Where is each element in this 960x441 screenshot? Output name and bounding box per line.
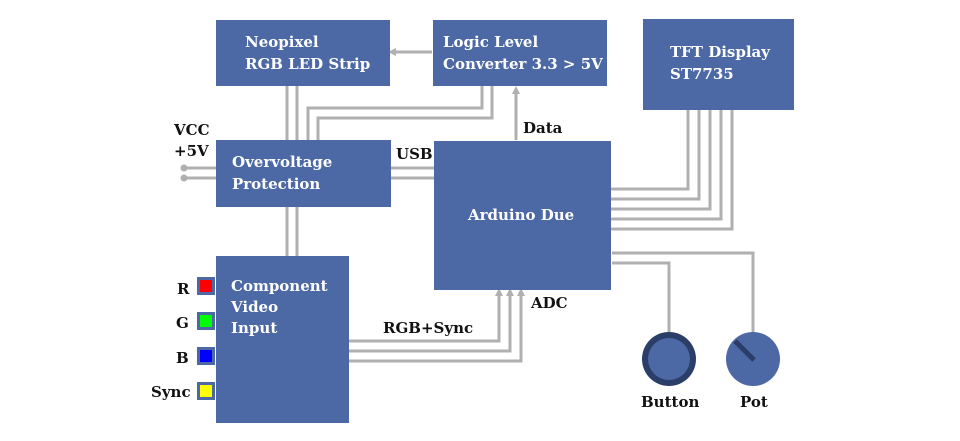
vcc-voltage-label: +5V: [174, 142, 209, 160]
tft-line2: ST7735: [670, 65, 734, 83]
vcc-label: VCC: [174, 121, 210, 139]
rgb-sync-label: RGB+Sync: [383, 319, 474, 337]
wire-tft-5: [610, 110, 734, 231]
overvoltage-protection-block: Overvoltage Protection: [216, 140, 391, 207]
arduino-due-block: Arduino Due: [434, 141, 611, 290]
input-g-swatch: [197, 312, 215, 330]
wire-tft-4: [610, 110, 723, 221]
logic-level-line1: Logic Level: [443, 33, 539, 51]
vcc-terminal-1: [180, 164, 188, 172]
neopixel-block: Neopixel RGB LED Strip: [216, 20, 390, 86]
component-video-input-block: Component Video Input: [216, 256, 349, 423]
wire-adc-3: [348, 288, 525, 363]
arduino-label: Arduino Due: [468, 206, 575, 224]
tft-display-block: TFT Display ST7735: [643, 19, 794, 110]
wire-tft-1: [610, 110, 690, 191]
input-b-swatch: [197, 347, 215, 365]
usb-label: USB: [396, 145, 433, 163]
tft-line1: TFT Display: [670, 43, 770, 61]
wire-adc-2: [348, 288, 514, 353]
wire-button: [612, 261, 671, 333]
vcc-terminal-2: [180, 174, 188, 182]
overvoltage-line1: Overvoltage: [232, 153, 333, 171]
input-sync-swatch: [197, 382, 215, 400]
logic-level-line2: Converter 3.3 > 5V: [443, 55, 603, 73]
pot-label: Pot: [740, 393, 768, 411]
logic-level-converter-block: Logic Level Converter 3.3 > 5V: [433, 20, 607, 86]
button-label: Button: [641, 393, 700, 411]
overvoltage-line2: Protection: [232, 175, 321, 193]
component-video-line1: Component: [231, 277, 328, 295]
wire-logic-power-1: [306, 86, 484, 140]
wire-tft-2: [610, 110, 701, 201]
neopixel-line1: Neopixel: [245, 33, 319, 51]
push-button-icon[interactable]: [642, 332, 696, 386]
potentiometer-knob-icon[interactable]: [726, 332, 780, 386]
component-video-line3: Input: [231, 319, 278, 337]
input-b-label: B: [176, 349, 189, 367]
wire-adc-1: [348, 288, 503, 343]
neopixel-line2: RGB LED Strip: [245, 55, 371, 73]
input-r-label: R: [177, 280, 190, 298]
data-label: Data: [523, 119, 563, 137]
adc-label: ADC: [531, 294, 568, 312]
wire-tft-3: [610, 110, 712, 211]
input-sync-label: Sync: [151, 383, 191, 401]
wire-logic-power-2: [316, 86, 494, 140]
component-video-line2: Video: [231, 298, 279, 316]
input-g-label: G: [176, 314, 189, 332]
input-r-swatch: [197, 277, 215, 295]
wire-pot: [612, 251, 755, 333]
